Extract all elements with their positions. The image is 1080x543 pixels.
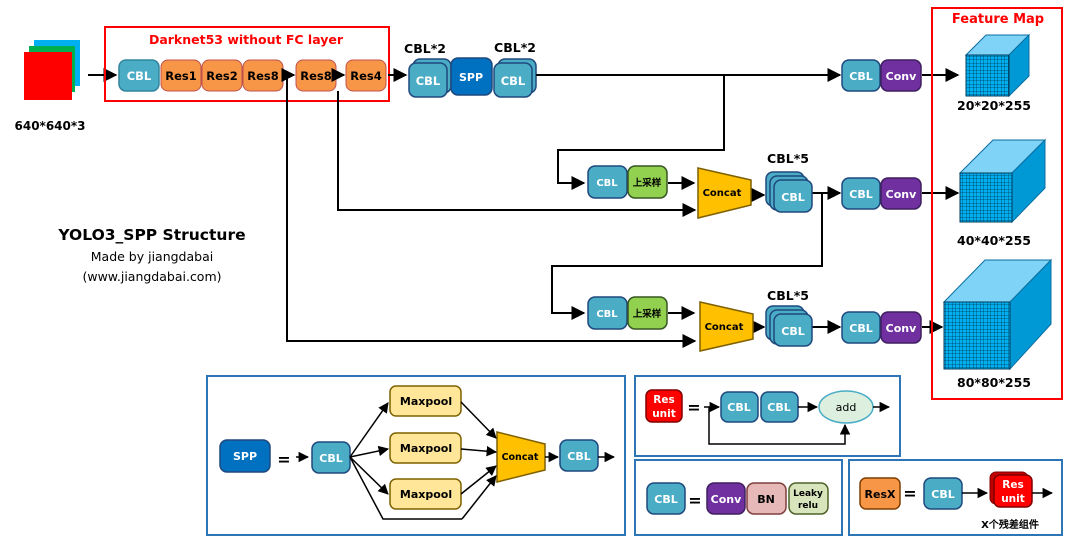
spp-cbl-right-label: CBL: [501, 74, 526, 88]
legend-res-lines: [704, 401, 891, 445]
backbone-res2: [201, 59, 243, 92]
spp-right-title: CBL*2: [494, 40, 536, 55]
head-1-cbl-label: CBL: [849, 70, 872, 83]
legend-cbl: CBL = Conv BN Leaky relu: [646, 482, 829, 515]
legend-resx-eq: =: [903, 484, 916, 503]
legend-cbl-leaky-top: Leaky: [793, 489, 823, 499]
head-2-cbl5-title: CBL*5: [767, 151, 809, 166]
legend-maxpool-2: Maxpool: [400, 442, 452, 455]
diagram-site: (www.jiangdabai.com): [82, 269, 221, 284]
diagram-heading: YOLO3_SPP Structure: [57, 226, 245, 244]
backbone-res2-label: Res2: [206, 69, 238, 83]
backbone-frame: [104, 26, 390, 102]
head-3-cbl5-title: CBL*5: [767, 288, 809, 303]
feature-size-80: 80*80*255: [957, 375, 1031, 390]
legend-spp-concat-label: Concat: [502, 452, 539, 463]
backbone-blocks: CBL Res1 Res2 Res8 Res8 Res4: [118, 59, 387, 92]
legend-spp: SPP = CBL Maxpool Maxpool Maxpool Concat…: [219, 385, 599, 510]
legend-cbl-frame: [634, 459, 843, 536]
legend-cbl-conv: Conv: [711, 493, 742, 506]
head-3-cbl-out-label: CBL: [849, 322, 872, 335]
feature-cube-20: [964, 33, 1031, 98]
backbone-res4: [345, 59, 387, 92]
input-size-label: 640*640*3: [15, 119, 86, 133]
feature-cube-80: [942, 258, 1053, 371]
head-2-conv-label: Conv: [886, 188, 917, 201]
head-2-cbl-out-label: CBL: [849, 188, 872, 201]
backbone-res8-a-label: Res8: [247, 69, 279, 83]
backbone-res4-label: Res4: [350, 69, 382, 83]
head-3-upsample-label: 上采样: [633, 308, 662, 320]
legend-res-unit-top: Res: [653, 394, 674, 406]
legend-resx-label: ResX: [865, 488, 896, 501]
backbone-title: Darknet53 without FC layer: [149, 32, 344, 47]
legend-resx-frame: [848, 459, 1063, 536]
backbone-cbl-label: CBL: [127, 69, 152, 83]
head-2: CBL 上采样 Concat CBL*5 CBL CBL Conv: [587, 151, 922, 219]
input-image: [24, 40, 80, 100]
backbone-res1: [160, 59, 202, 92]
spp-label: SPP: [459, 71, 483, 84]
legend-spp-label: SPP: [233, 450, 257, 463]
feature-map-frame: [931, 7, 1063, 400]
backbone-cbl: [118, 59, 160, 92]
legend-resx-cbl: CBL: [931, 488, 954, 501]
feature-cube-40: [958, 138, 1047, 224]
head-3: CBL 上采样 Concat CBL*5 CBL CBL Conv: [587, 288, 922, 352]
head-3-concat-label: Concat: [705, 322, 744, 333]
feature-size-40: 40*40*255: [957, 233, 1031, 248]
legend-maxpool-1: Maxpool: [400, 395, 452, 408]
legend-res: Res unit = CBL CBL add: [645, 389, 874, 424]
spp-left-title: CBL*2: [404, 41, 446, 56]
legend-cbl-eq: =: [688, 491, 701, 510]
head-1-conv-label: Conv: [886, 70, 917, 83]
legend-cbl-label: CBL: [654, 493, 677, 506]
head-2-upsample-label: 上采样: [633, 177, 662, 189]
head-2-cbl-label: CBL: [596, 178, 618, 189]
legend-resx-res-top: Res: [1002, 479, 1023, 491]
legend-resx: ResX = CBL Res unit X个残差组件: [859, 471, 1039, 531]
legend-res-frame: [634, 375, 901, 457]
legend-spp-lines: [296, 401, 616, 520]
legend-resx-res-bottom: unit: [1001, 493, 1025, 505]
legend-res-unit-bottom: unit: [652, 408, 676, 420]
legend-resx-caption: X个残差组件: [981, 518, 1039, 531]
spp-cbl-left-label: CBL: [416, 74, 441, 88]
feature-size-20: 20*20*255: [957, 98, 1031, 113]
head-3-cbl5-label: CBL: [781, 325, 804, 338]
legend-res-cbl-2: CBL: [767, 401, 790, 414]
legend-res-add: add: [836, 401, 857, 414]
head-2-cbl5-label: CBL: [781, 191, 804, 204]
legend-cbl-bn: BN: [757, 493, 775, 506]
backbone-res1-label: Res1: [165, 69, 197, 83]
backbone-res8-b-label: Res8: [300, 69, 332, 83]
legend-spp-cbl-out-label: CBL: [567, 450, 590, 463]
legend-spp-eq: =: [277, 450, 290, 469]
diagram-author: Made by jiangdabai: [91, 249, 213, 264]
feature-map-title: Feature Map: [952, 12, 1044, 27]
head-1: CBL Conv: [841, 59, 922, 92]
legend-maxpool-3: Maxpool: [400, 488, 452, 501]
connection-lines: [286, 68, 960, 348]
head-2-concat-label: Concat: [703, 188, 742, 199]
spp-block: CBL SPP CBL: [408, 57, 537, 98]
legend-res-cbl-1: CBL: [727, 401, 750, 414]
legend-res-eq: =: [687, 398, 700, 417]
head-3-conv-label: Conv: [886, 322, 917, 335]
legend-spp-frame: [206, 375, 626, 536]
legend-spp-cbl-label: CBL: [319, 452, 342, 465]
legend-cbl-leaky-bottom: relu: [798, 501, 818, 511]
head-3-cbl-label: CBL: [596, 309, 618, 320]
